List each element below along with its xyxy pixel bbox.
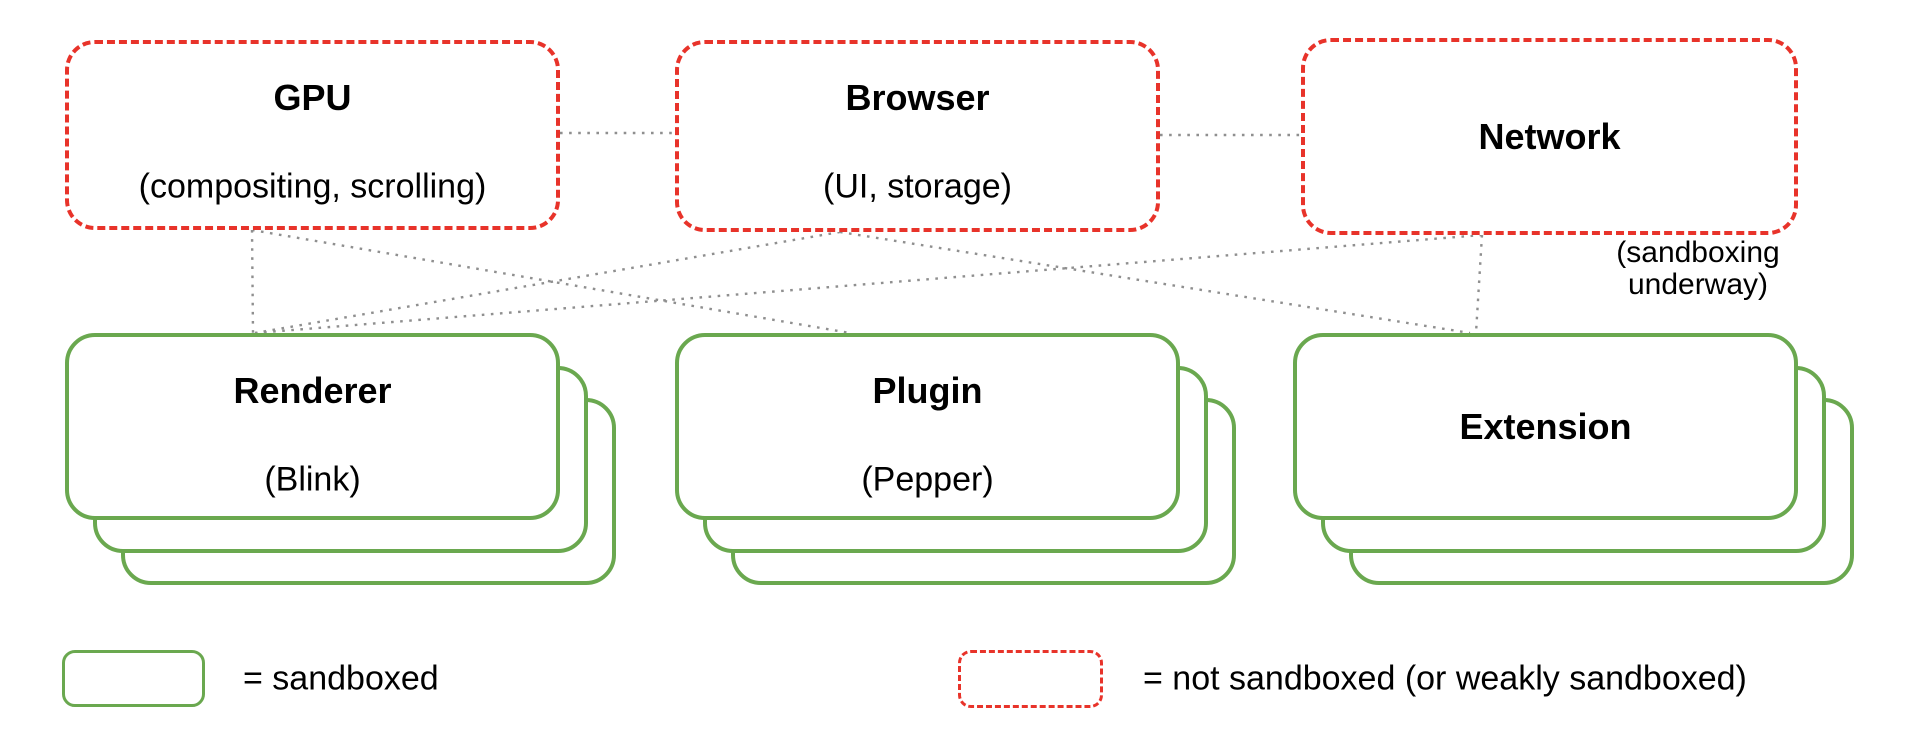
legend-sandboxed-label: = sandboxed (243, 659, 439, 698)
edge-network-extension (1474, 234, 1484, 334)
node-browser: Browser (UI, storage) (675, 40, 1160, 232)
node-renderer: Renderer (Blink) (65, 333, 560, 520)
legend-not-sandboxed-label: = not sandboxed (or weakly sandboxed) (1143, 659, 1747, 698)
node-network-title: Network (1478, 115, 1621, 157)
node-gpu: GPU (compositing, scrolling) (65, 40, 560, 230)
node-network: Network (1301, 38, 1798, 235)
node-browser-title: Browser (845, 77, 990, 118)
edge-browser-extension (839, 230, 1471, 335)
node-extension: Extension (1293, 333, 1798, 520)
edge-gpu-renderer (250, 229, 255, 334)
node-plugin-subtitle: (Pepper) (861, 460, 994, 499)
node-gpu-title: GPU (273, 77, 352, 118)
edge-renderer-network (254, 233, 1483, 335)
legend-not-sandboxed-sample (958, 650, 1103, 708)
edge-gpu-plugin (251, 228, 851, 335)
node-plugin-title: Plugin (872, 370, 983, 411)
node-renderer-subtitle: (Blink) (264, 460, 361, 499)
node-extension-title: Extension (1459, 405, 1632, 447)
node-plugin: Plugin (Pepper) (675, 333, 1180, 520)
node-gpu-subtitle: (compositing, scrolling) (138, 167, 487, 206)
node-browser-subtitle: (UI, storage) (823, 167, 1012, 206)
network-sandboxing-note: (sandboxing underway) (1616, 236, 1780, 301)
edge-browser-renderer (254, 230, 841, 335)
node-renderer-title: Renderer (233, 370, 392, 411)
legend-sandboxed-sample (62, 650, 205, 707)
